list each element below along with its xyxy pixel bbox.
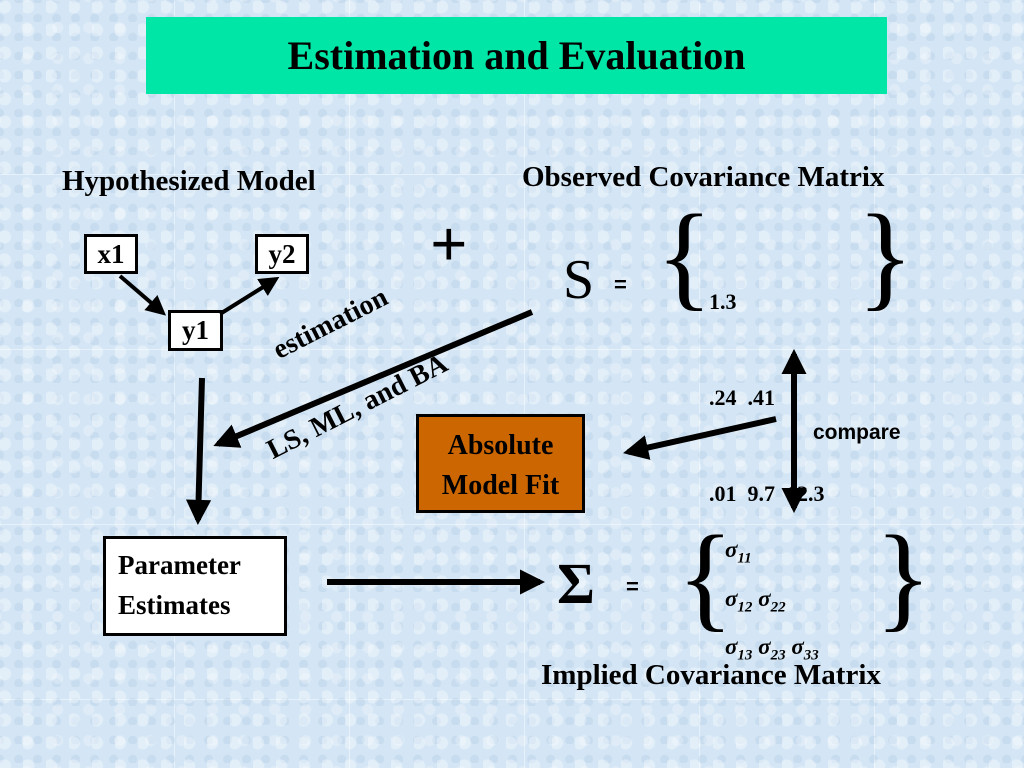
absolute-fit-line-1: Absolute <box>447 430 554 461</box>
implied-matrix-heading: Implied Covariance Matrix <box>541 659 881 691</box>
arrow-y1-to-parameter-estimates <box>185 377 212 526</box>
page-title: Estimation and Evaluation <box>287 33 746 78</box>
sigma-13: σ13 <box>725 634 753 664</box>
implied-equals: = <box>626 574 639 599</box>
node-y1: y1 <box>168 310 223 351</box>
title-bar: Estimation and Evaluation <box>146 17 887 94</box>
implied-matrix-values: σ11 σ12 σ22 σ13 σ23 σ33 <box>725 530 819 676</box>
arrow-compare-to-fit <box>623 416 777 460</box>
parameter-estimates-line-1: Parameter <box>118 550 241 580</box>
sigma-33: σ33 <box>791 634 819 664</box>
sigma-11: σ11 <box>725 537 752 567</box>
absolute-fit-line-2: Model Fit <box>441 470 560 501</box>
sigma-22: σ22 <box>758 585 786 616</box>
observed-equals: = <box>614 272 627 297</box>
sigma-23: σ23 <box>758 634 786 664</box>
node-y1-label: y1 <box>182 315 209 345</box>
observed-row-1: 1.3 <box>709 289 737 314</box>
parameter-estimates-box: Parameter Estimates <box>103 536 287 636</box>
implied-symbol: Σ <box>557 551 595 616</box>
hypothesized-model-heading: Hypothesized Model <box>62 165 316 197</box>
observed-row-2: .24 .41 <box>709 385 775 410</box>
node-y2: y2 <box>255 234 309 274</box>
implied-left-brace: { <box>677 511 734 642</box>
observed-matrix-heading: Observed Covariance Matrix <box>522 161 885 193</box>
node-x1: x1 <box>84 234 138 274</box>
arrow-x1-to-y1 <box>118 274 167 316</box>
implied-row-1: σ11 <box>725 530 819 579</box>
node-x1-label: x1 <box>97 238 125 269</box>
plus-sign: + <box>430 208 468 281</box>
absolute-model-fit-box: Absolute Model Fit <box>416 414 585 513</box>
observed-symbol: S <box>563 249 595 311</box>
implied-row-2: σ12 σ22 <box>725 579 819 628</box>
sigma-12: σ12 <box>725 585 753 616</box>
implied-row-3: σ13 σ23 σ33 <box>725 627 819 676</box>
compare-label: compare <box>813 421 901 444</box>
node-y2-label: y2 <box>268 238 296 269</box>
arrow-s-to-model <box>213 309 534 448</box>
observed-left-brace: { <box>656 190 713 321</box>
observed-right-brace: } <box>857 190 914 321</box>
parameter-estimates-line-2: Estimates <box>118 590 231 620</box>
implied-right-brace: } <box>875 511 932 642</box>
arrow-y1-to-y2 <box>218 276 280 316</box>
